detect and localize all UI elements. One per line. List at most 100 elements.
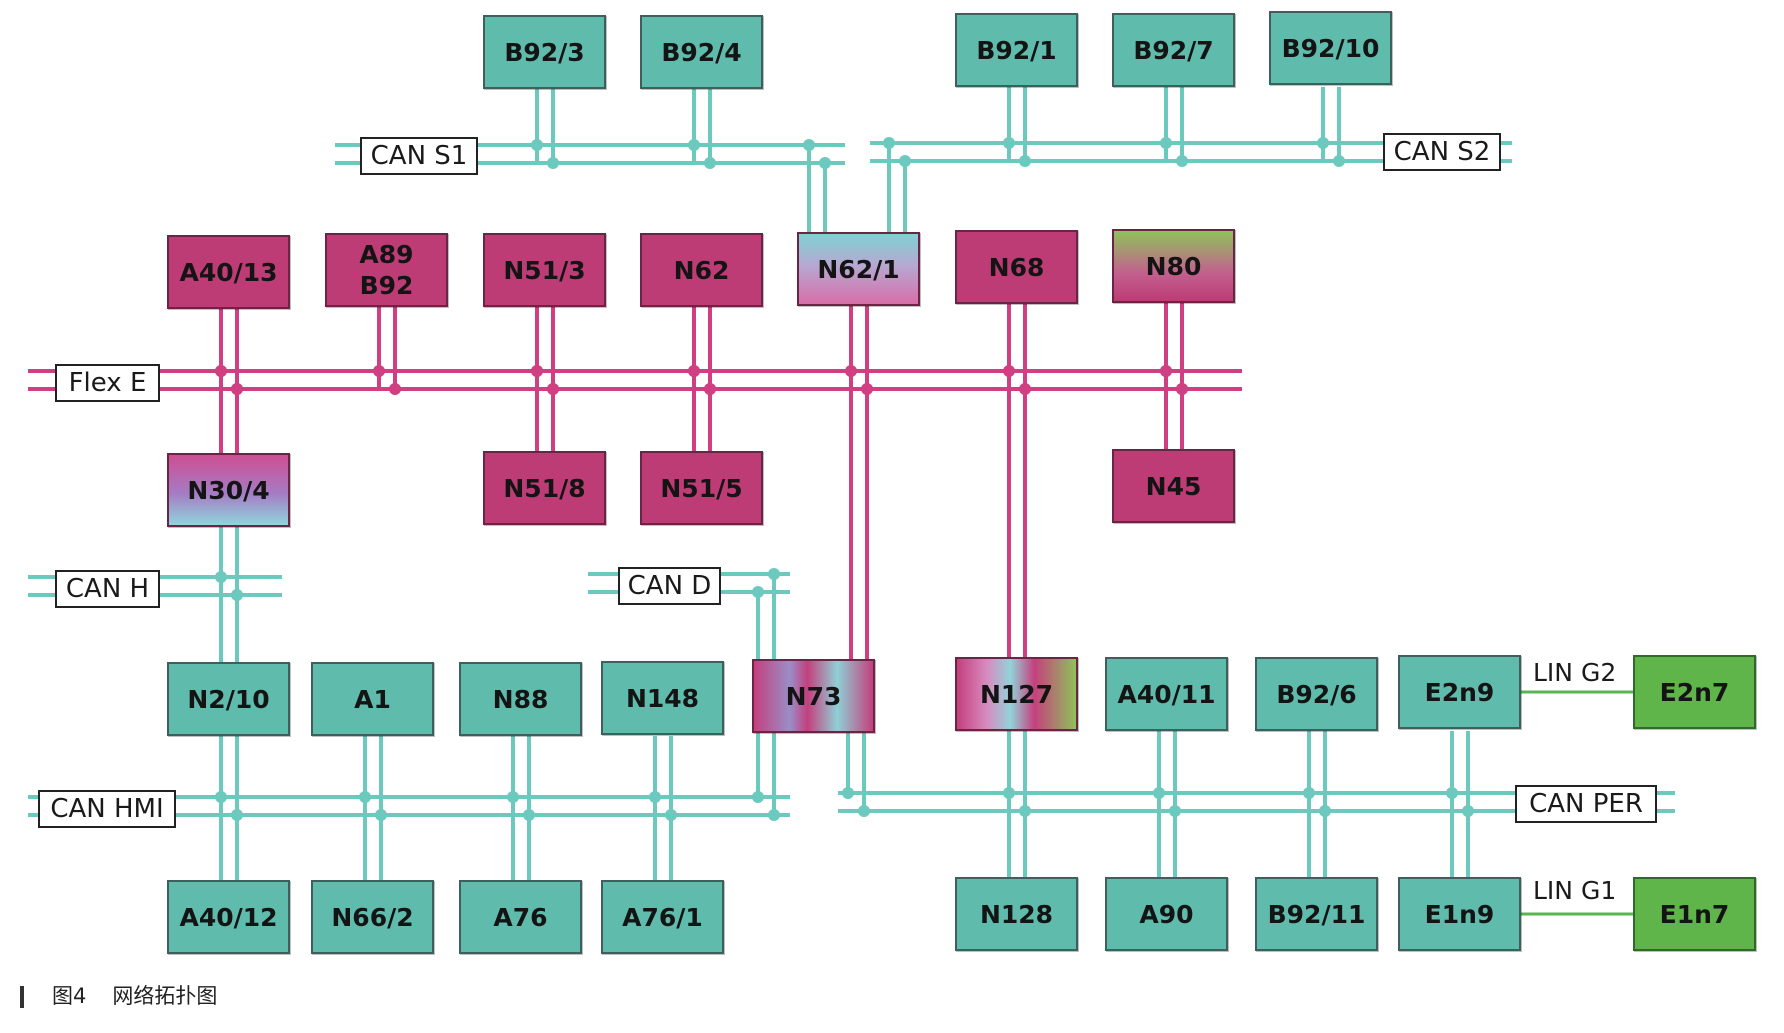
node-b92-11: B92/11	[1255, 877, 1378, 951]
tap-b92-6-dot-a	[1303, 787, 1315, 799]
tap-n73-per-b	[858, 805, 870, 817]
tap-e2n9-dot-b	[1462, 805, 1474, 817]
tap-a1-dot-a	[359, 791, 371, 803]
tap-n2-10-dot-b	[231, 809, 243, 821]
tap-n88-dot-b	[523, 809, 535, 821]
caption-bar-icon	[20, 986, 24, 1008]
tap-a89-b92-dot-a	[373, 365, 385, 377]
tap-n45-dot-b	[1176, 383, 1188, 395]
node-a40-12: A40/12	[167, 880, 290, 954]
node-e2n9: E2n9	[1398, 655, 1521, 729]
tap-n51-8-dot-b	[547, 383, 559, 395]
node-n66-2: N66/2	[311, 880, 434, 954]
tap-n73-can-d-a	[752, 586, 764, 598]
node-a89-b92: A89 B92	[325, 233, 448, 307]
tap-b92-4-dot-b	[704, 157, 716, 169]
tap-a1-dot-b	[375, 809, 387, 821]
bus-label-can-h: CAN H	[55, 570, 160, 608]
tap-a40-11-dot-b	[1169, 805, 1181, 817]
node-a40-13: A40/13	[167, 235, 290, 309]
tap-b92-10-dot-a	[1317, 137, 1329, 149]
tap-n62-1-dot-b	[861, 383, 873, 395]
caption-title: 网络拓扑图	[112, 984, 218, 1008]
node-e1n9: E1n9	[1398, 877, 1521, 951]
tap-b92-1-dot-b	[1019, 155, 1031, 167]
bus-label-can-s1: CAN S1	[360, 137, 478, 175]
bus-label-lin-g2: LIN G2	[1533, 658, 1617, 687]
tap-n88-dot-a	[507, 791, 519, 803]
node-n88: N88	[459, 662, 582, 736]
tap-a89-b92-dot-b	[389, 383, 401, 395]
node-n80: N80	[1112, 229, 1235, 303]
node-n2-10: N2/10	[167, 662, 290, 736]
node-n51-5: N51/5	[640, 451, 763, 525]
tap-n62-1-s1-b	[819, 157, 831, 169]
node-b92-7: B92/7	[1112, 13, 1235, 87]
tap-n62-1-s2-b	[899, 155, 911, 167]
tap-n2-10-dot-a	[215, 791, 227, 803]
node-n30-4: N30/4	[167, 453, 290, 527]
node-b92-10: B92/10	[1269, 11, 1392, 85]
tap-n62-1-s1-a	[803, 139, 815, 151]
node-n127: N127	[955, 657, 1078, 731]
tap-n127-dot-b	[1019, 805, 1031, 817]
bus-label-lin-g1: LIN G1	[1533, 876, 1617, 905]
bus-label-can-hmi: CAN HMI	[38, 790, 176, 828]
tap-n51-5-dot-a	[688, 365, 700, 377]
tap-n51-8-dot-a	[531, 365, 543, 377]
node-n45: N45	[1112, 449, 1235, 523]
node-b92-3: B92/3	[483, 15, 606, 89]
node-n73: N73	[752, 659, 875, 733]
tap-n62-1-dot-a	[845, 365, 857, 377]
node-a1: A1	[311, 662, 434, 736]
tap-n148-dot-b	[665, 809, 677, 821]
tap-n73-hmi-a	[752, 791, 764, 803]
tap-n73-hmi-b	[768, 809, 780, 821]
tap-b92-3-dot-a	[531, 139, 543, 151]
node-n148: N148	[601, 661, 724, 735]
tap-b92-6-dot-b	[1319, 805, 1331, 817]
node-e1n7: E1n7	[1633, 877, 1756, 951]
node-a76: A76	[459, 880, 582, 954]
tap-b92-7-dot-a	[1160, 137, 1172, 149]
node-a40-11: A40/11	[1105, 657, 1228, 731]
bus-label-can-d: CAN D	[618, 567, 721, 605]
tap-n127-dot-a	[1003, 787, 1015, 799]
node-n51-3: N51/3	[483, 233, 606, 307]
tap-n45-dot-a	[1160, 365, 1172, 377]
tap-n68-dot-a	[1003, 365, 1015, 377]
tap-n148-dot-a	[649, 791, 661, 803]
tap-n51-5-dot-b	[704, 383, 716, 395]
node-a76-1: A76/1	[601, 880, 724, 954]
bus-label-flex-e: Flex E	[55, 364, 160, 402]
caption-figure-number: 图4	[52, 984, 87, 1008]
figure-caption: 图4 网络拓扑图	[20, 980, 217, 1010]
node-n68: N68	[955, 230, 1078, 304]
tap-e2n9-dot-a	[1446, 787, 1458, 799]
node-b92-6: B92/6	[1255, 657, 1378, 731]
tap-n62-1-s2-a	[883, 137, 895, 149]
tap-b92-10-dot-b	[1333, 155, 1345, 167]
tap-b92-3-dot-b	[547, 157, 559, 169]
tap-n73-can-d-b	[768, 568, 780, 580]
bus-label-can-per: CAN PER	[1515, 785, 1657, 823]
node-n62-1: N62/1	[797, 232, 920, 306]
node-b92-4: B92/4	[640, 15, 763, 89]
node-e2n7: E2n7	[1633, 655, 1756, 729]
node-n62: N62	[640, 233, 763, 307]
tap-n30-4-dot-b	[231, 383, 243, 395]
tap-n30-4-dot-a	[215, 365, 227, 377]
tap-b92-4-dot-a	[688, 139, 700, 151]
node-a90: A90	[1105, 877, 1228, 951]
tap-n73-per-a	[842, 787, 854, 799]
tap-n2-10-can-h-dot-b	[231, 589, 243, 601]
node-n51-8: N51/8	[483, 451, 606, 525]
tap-n2-10-can-h-dot-a	[215, 571, 227, 583]
node-b92-1: B92/1	[955, 13, 1078, 87]
node-n128: N128	[955, 877, 1078, 951]
tap-a40-11-dot-a	[1153, 787, 1165, 799]
bus-label-can-s2: CAN S2	[1383, 133, 1501, 171]
tap-b92-7-dot-b	[1176, 155, 1188, 167]
